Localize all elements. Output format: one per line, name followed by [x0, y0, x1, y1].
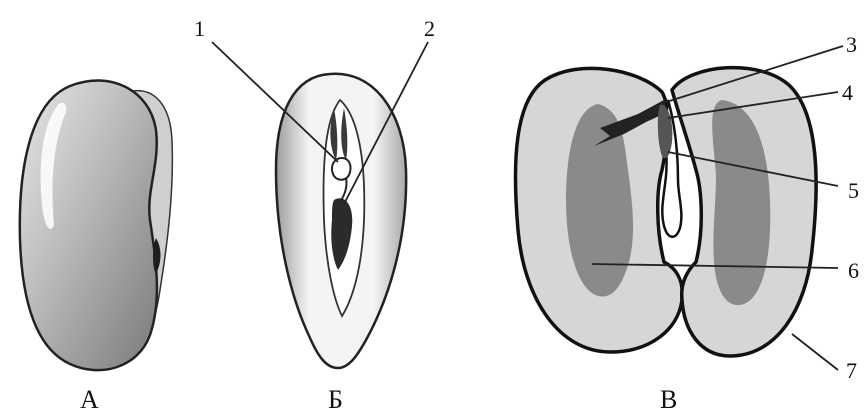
panel-label-a: А [80, 385, 99, 414]
callout-number-7: 7 [846, 358, 857, 383]
callout-number-1: 1 [194, 16, 205, 41]
embryo-germ-loop [332, 158, 351, 180]
panel-label-c: В [660, 385, 677, 414]
callout-number-3: 3 [846, 32, 857, 57]
callout-number-5: 5 [848, 178, 859, 203]
seed-coat-outline [20, 80, 157, 370]
seed-section-view [515, 68, 816, 356]
seed-opened-view [276, 74, 406, 368]
callout-number-4: 4 [842, 80, 853, 105]
panel-label-b: Б [328, 385, 343, 414]
leader-line-7 [792, 334, 838, 370]
seed-whole-view [20, 80, 173, 370]
callout-number-2: 2 [424, 16, 435, 41]
callout-number-6: 6 [848, 258, 859, 283]
